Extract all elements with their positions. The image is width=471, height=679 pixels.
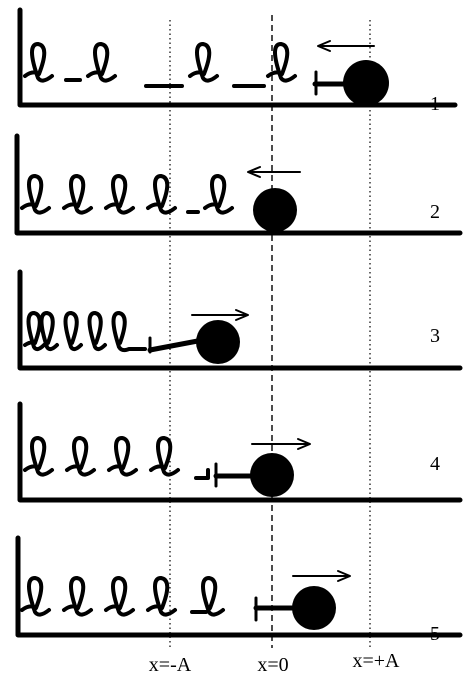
label-x-pos-a: x=+A: [352, 650, 400, 672]
mass: [253, 188, 297, 232]
velocity-arrowhead: [337, 570, 351, 582]
spring: [23, 311, 147, 353]
label-x-zero: x=0: [257, 654, 288, 676]
wall: [17, 401, 463, 503]
panel-2: 2: [14, 133, 463, 236]
panel-number: 3: [430, 325, 440, 347]
rod: [147, 337, 206, 353]
velocity-arrowhead: [317, 40, 331, 52]
mass: [343, 60, 389, 106]
panel-1: 1: [17, 7, 458, 115]
mass: [196, 320, 240, 364]
spring: [23, 436, 210, 480]
velocity-arrowhead: [247, 166, 261, 178]
spring: [20, 576, 225, 617]
panel-number: 5: [430, 623, 440, 645]
velocity-arrowhead: [235, 309, 249, 321]
panel-number: 4: [430, 453, 440, 475]
panel-number: 2: [430, 201, 440, 223]
mass: [292, 586, 336, 630]
panel-5: 5: [15, 535, 463, 645]
spring: [23, 42, 297, 88]
wall: [17, 7, 458, 108]
label-x-neg-a: x=-A: [149, 654, 192, 676]
mass: [250, 453, 294, 497]
spring: [20, 174, 234, 215]
wall: [14, 133, 463, 236]
wall: [15, 535, 463, 638]
wall: [17, 269, 463, 371]
panel-4: 4: [17, 401, 463, 503]
panel-3: 3: [17, 269, 463, 371]
panel-number: 1: [430, 93, 440, 115]
velocity-arrowhead: [297, 438, 311, 450]
